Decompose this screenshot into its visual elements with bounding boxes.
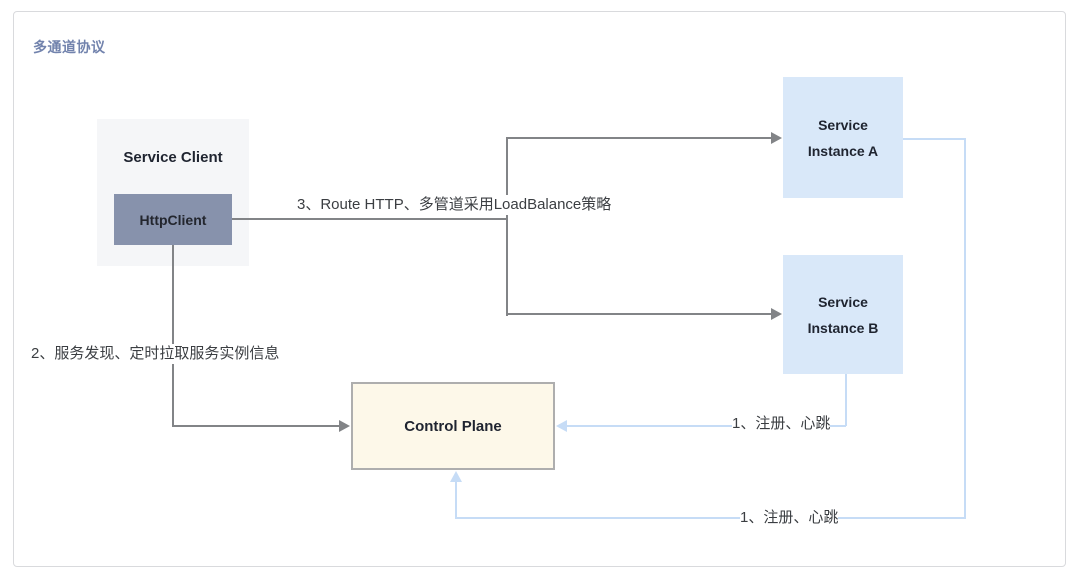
arrowhead-route-instance-b — [771, 308, 782, 320]
arrowhead-discovery-control-plane — [339, 420, 350, 432]
edge-route-trunk — [232, 218, 507, 220]
edge-route-branch-vertical — [506, 137, 508, 316]
edge-register-a-bottom — [455, 517, 966, 519]
edge-register-a-right — [964, 138, 966, 519]
edge-route-to-instance-b — [506, 313, 771, 315]
node-control-plane: Control Plane — [351, 382, 555, 470]
node-instance-a-label-line2: Instance A — [807, 142, 879, 159]
edge-label-discovery: 2、服务发现、定时拉取服务实例信息 — [31, 344, 280, 364]
node-http-client: HttpClient — [114, 194, 232, 245]
edge-route-to-instance-a — [506, 137, 771, 139]
edge-register-b-vertical — [845, 374, 847, 426]
edge-register-b-horizontal — [567, 425, 846, 427]
node-service-instance-a: Service Instance A — [783, 77, 903, 198]
edge-register-a-top — [903, 138, 966, 140]
edge-label-register-b: 1、注册、心跳 — [732, 414, 831, 434]
edge-label-register-a: 1、注册、心跳 — [740, 508, 839, 528]
arrowhead-register-b-control-plane — [556, 420, 567, 432]
node-instance-b-label-line2: Instance B — [807, 319, 879, 336]
node-instance-a-label-line1: Service — [818, 116, 868, 133]
edge-register-a-up — [455, 482, 457, 519]
node-instance-b-label-line1: Service — [818, 293, 868, 310]
node-control-plane-label: Control Plane — [404, 417, 502, 435]
edge-discovery-horizontal — [172, 425, 339, 427]
diagram-title: 多通道协议 — [33, 39, 106, 55]
diagram-canvas: 多通道协议 Service Client HttpClient Service … — [13, 11, 1066, 567]
node-service-client-label: Service Client — [123, 149, 223, 166]
node-http-client-label: HttpClient — [139, 211, 207, 228]
edge-label-route: 3、Route HTTP、多管道采用LoadBalance策略 — [297, 195, 612, 215]
edge-discovery-vertical — [172, 245, 174, 426]
node-service-instance-b: Service Instance B — [783, 255, 903, 374]
arrowhead-register-a-control-plane — [450, 471, 462, 482]
arrowhead-route-instance-a — [771, 132, 782, 144]
